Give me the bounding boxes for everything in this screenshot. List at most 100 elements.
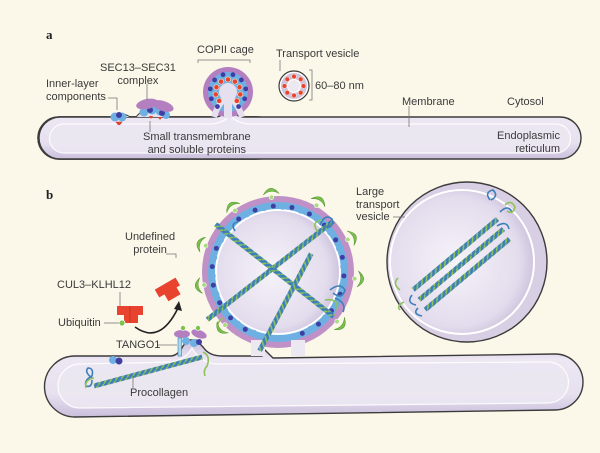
crescent-shape — [226, 201, 240, 213]
size-bracket — [309, 69, 313, 101]
coat-subunit — [279, 202, 287, 210]
crescent-shape — [195, 277, 203, 294]
ubiquitin-dot — [203, 243, 209, 249]
label-sec13-sec31: SEC13–SEC31 complex — [100, 62, 176, 87]
coat-subunit — [250, 329, 258, 337]
coat-subunit — [339, 254, 345, 260]
cargo-protein — [298, 90, 304, 96]
coat-subunit — [336, 244, 344, 252]
cargo-protein — [300, 83, 307, 89]
coat-subunit — [242, 210, 251, 218]
label-line: Inner-layer — [46, 78, 99, 90]
cargo-protein — [237, 91, 244, 98]
label-line: and soluble proteins — [147, 143, 247, 156]
crescent-shape — [263, 188, 280, 196]
panel-b-label: b — [46, 187, 54, 202]
crescent-shape — [356, 270, 364, 288]
coat-subunit — [233, 320, 242, 328]
coat-subunit — [297, 206, 305, 214]
inner-layer-components — [110, 112, 127, 126]
coat-subunit — [315, 321, 321, 327]
label-ubiquitin: Ubiquitin — [58, 317, 101, 329]
ubiquitin-dot — [268, 194, 275, 200]
coat-subunit — [270, 203, 276, 209]
undefined-leader — [166, 253, 177, 258]
forming-large-vesicle — [202, 196, 354, 356]
crescent-shape — [347, 230, 357, 246]
label-er: Endoplasmic reticulum — [476, 130, 560, 155]
coat-subunit — [213, 245, 219, 251]
label-procollagen: Procollagen — [130, 387, 189, 399]
crescent-shape — [334, 317, 346, 330]
ubiquitin-dot — [222, 322, 228, 328]
undefined-protein — [263, 188, 280, 200]
undefined-protein — [334, 317, 346, 330]
ubiquitin-dot — [201, 282, 207, 288]
panel-a-label: a — [46, 27, 53, 42]
copii-bracket — [197, 59, 251, 63]
ubiquitin-dot — [334, 318, 340, 325]
coat-subunit — [341, 273, 347, 279]
coat-subunit — [299, 330, 305, 336]
coat-subunit — [242, 326, 248, 332]
coat-subunit — [236, 216, 242, 222]
ubiquitin — [118, 319, 126, 327]
label-line: Endoplasmic — [497, 130, 560, 142]
label-line: transport — [356, 198, 400, 211]
large-transport-vesicle — [386, 181, 548, 343]
cargo-protein — [216, 97, 223, 104]
label-small-proteins: Small transmembrane and soluble proteins — [143, 131, 251, 156]
label-line: SEC13–SEC31 — [100, 62, 176, 74]
cargo-protein — [281, 83, 288, 89]
coat-subunit — [340, 262, 348, 271]
coat-subunit — [217, 300, 223, 306]
cargo-protein — [236, 84, 243, 91]
cargo-protein — [284, 90, 290, 96]
cargo-protein — [291, 92, 297, 99]
undefined-protein — [195, 277, 207, 294]
cargo-protein — [232, 78, 238, 85]
cargo-protein — [213, 84, 220, 91]
tango1 — [177, 337, 182, 357]
procollagen-rods-forming — [205, 216, 346, 352]
undefined-protein — [216, 321, 229, 334]
release-arrow — [134, 307, 179, 334]
coat-subunit — [208, 96, 214, 102]
coat-subunit — [238, 77, 244, 83]
coat-subunit — [207, 86, 213, 92]
coat-subunit — [242, 96, 248, 102]
label-cytosol: Cytosol — [507, 96, 544, 108]
cargo-protein — [212, 91, 219, 98]
cul3-klhl12-free — [154, 277, 181, 302]
coat-subunit — [210, 282, 216, 288]
undefined-protein — [310, 196, 326, 208]
coat-subunit — [243, 86, 249, 92]
label-copii-cage: COPII cage — [197, 44, 254, 56]
ubiquitin-dot — [313, 202, 320, 208]
cargo-protein — [298, 76, 304, 82]
panel-a — [37, 59, 582, 160]
label-transport-vesicle: Transport vesicle — [276, 48, 360, 60]
transport-vesicle — [278, 70, 310, 102]
coat-subunit — [260, 203, 268, 212]
label-line: Undefined — [125, 231, 176, 243]
cargo-protein — [284, 76, 290, 82]
label-membrane: Membrane — [402, 96, 455, 108]
ubiquitin-dot — [352, 276, 358, 282]
label-line: complex — [117, 74, 159, 87]
procollagen — [84, 351, 210, 389]
sec13-sec31-complex — [135, 98, 174, 120]
coat-subunit — [209, 264, 215, 270]
coat-subunit — [216, 236, 224, 244]
coat-subunit — [306, 211, 312, 217]
inner-layer-leader — [108, 97, 118, 110]
coat-subunit — [212, 290, 220, 298]
label-line: components — [46, 90, 106, 103]
cargo-protein — [291, 73, 297, 80]
undefined-protein — [196, 236, 209, 253]
cargo-protein — [218, 78, 224, 85]
label-large-transport-vesicle: Large transport vesicle — [356, 186, 399, 224]
coat-subunit — [210, 253, 218, 261]
coat-subunit — [321, 314, 330, 322]
